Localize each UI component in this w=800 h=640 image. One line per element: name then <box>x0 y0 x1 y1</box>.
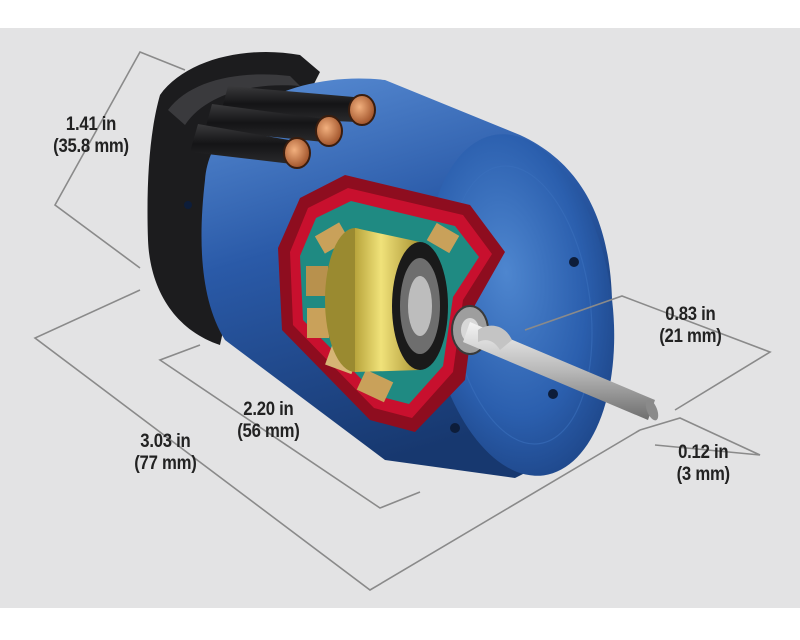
wire-diameter-imperial: 1.41 in <box>65 114 117 135</box>
wire-diameter-label: 1.41 in (35.8 mm) <box>53 114 129 158</box>
shaft-diameter-imperial: 0.83 in <box>665 304 716 325</box>
shaft-tip-bracket <box>639 417 761 456</box>
overall-length-bracket <box>33 289 641 591</box>
magnet-segment <box>426 222 460 254</box>
power-cables <box>190 86 376 169</box>
magnet-segment <box>307 308 329 338</box>
wire-diameter-metric: (35.8 mm) <box>53 136 129 157</box>
magnet-segment <box>314 222 350 254</box>
overall-length-metric: (77 mm) <box>134 453 197 474</box>
copper-lead-1 <box>348 94 376 126</box>
shaft-diameter-label: 0.83 in (21 mm) <box>659 304 722 348</box>
copper-lead-3 <box>283 137 311 169</box>
output-shaft <box>463 322 659 421</box>
shaft-diameter-bracket <box>524 295 772 411</box>
magnet-length-label: 2.20 in (56 mm) <box>237 399 300 443</box>
overall-length-label: 3.03 in (77 mm) <box>134 431 197 475</box>
shaft-tip-label: 0.12 in (3 mm) <box>676 442 731 486</box>
shaft-diameter-metric: (21 mm) <box>659 326 722 347</box>
magnet-segment <box>356 369 394 403</box>
wire-diameter-bracket <box>53 50 186 269</box>
shaft-tip-metric: (3 mm) <box>676 464 731 485</box>
dimension-lines <box>33 50 772 591</box>
magnet-length-bracket <box>158 344 421 509</box>
magnet-length-metric: (56 mm) <box>237 421 300 442</box>
overall-length-imperial: 3.03 in <box>140 431 191 452</box>
cutaway-section <box>278 175 505 432</box>
shaft-tip-imperial: 0.12 in <box>678 442 729 463</box>
magnet-segment <box>306 266 328 296</box>
copper-lead-2 <box>315 115 343 147</box>
magnet-length-imperial: 2.20 in <box>243 399 294 420</box>
